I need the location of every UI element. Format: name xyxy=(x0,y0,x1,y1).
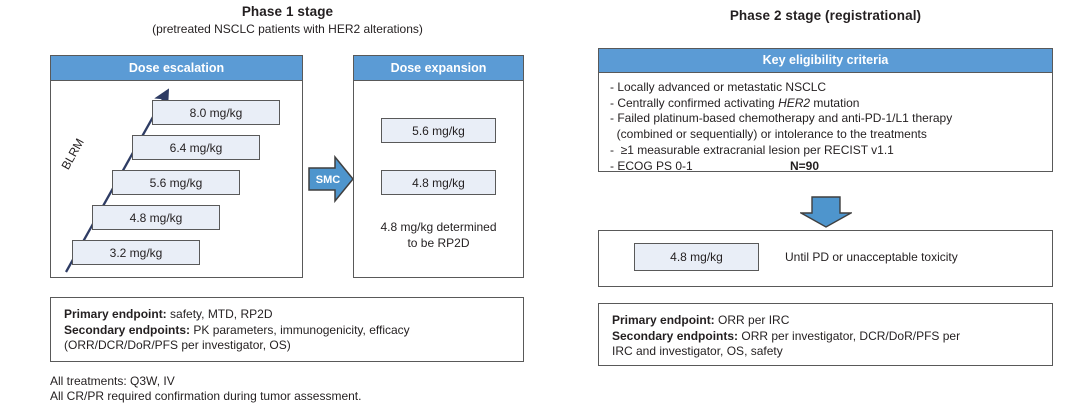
dose-chip-escalation-1[interactable]: 8.0 mg/kg xyxy=(152,100,280,125)
dose-chip-expansion-1[interactable]: 5.6 mg/kg xyxy=(381,118,496,143)
dose-chip-escalation-5[interactable]: 3.2 mg/kg xyxy=(72,240,200,265)
phase1-endpoints-panel xyxy=(50,297,524,362)
dose-expansion-panel: Dose expansion xyxy=(353,55,524,278)
dose-chip-expansion-2[interactable]: 4.8 mg/kg xyxy=(381,170,496,195)
down-arrow-icon xyxy=(800,196,852,228)
criteria-part-1: - Locally advanced or metastatic NSCLC -… xyxy=(610,80,827,110)
dose-escalation-header: Dose escalation xyxy=(51,56,302,81)
dose-expansion-header: Dose expansion xyxy=(354,56,523,81)
treatment-duration: Until PD or unacceptable toxicity xyxy=(785,250,958,264)
smc-arrow-icon xyxy=(308,155,354,203)
phase2-primary-endpoint-value: ORR per IRC xyxy=(714,313,790,327)
phase1-primary-endpoint-value: safety, MTD, RP2D xyxy=(166,307,273,321)
criteria-gene-name: HER2 xyxy=(778,95,811,110)
dose-chip-escalation-3[interactable]: 5.6 mg/kg xyxy=(112,170,240,195)
eligibility-criteria-list: - Locally advanced or metastatic NSCLC -… xyxy=(610,80,1048,174)
phase2-secondary-endpoint-label: Secondary endpoints: xyxy=(612,328,739,343)
dose-chip-escalation-4[interactable]: 4.8 mg/kg xyxy=(92,205,220,230)
footnote-confirmation: All CR/PR required confirmation during t… xyxy=(50,389,362,403)
smc-label: SMC xyxy=(315,174,341,186)
eligibility-header: Key eligibility criteria xyxy=(599,49,1052,73)
footnote-treatments: All treatments: Q3W, IV xyxy=(50,374,175,388)
phase1-secondary-endpoint-label: Secondary endpoints: xyxy=(64,322,191,337)
dose-chip-escalation-2[interactable]: 6.4 mg/kg xyxy=(132,135,260,160)
phase2-endpoints-panel xyxy=(598,303,1053,366)
rp2d-note: 4.8 mg/kg determined to be RP2D xyxy=(380,220,497,250)
phase1-secondary-endpoint-value: PK parameters, immunogenicity, efficacy … xyxy=(64,322,410,353)
phase2-secondary-endpoint-value: ORR per investigator, DCR/DoR/PFS per IR… xyxy=(612,328,961,359)
phase1-subtitle: (pretreated NSCLC patients with HER2 alt… xyxy=(152,22,423,36)
criteria-part-2: mutation - Failed platinum-based chemoth… xyxy=(610,95,953,173)
phase2-primary-endpoint-label: Primary endpoint: xyxy=(612,313,715,327)
phase1-title: Phase 1 stage xyxy=(241,4,334,19)
dose-chip-treatment[interactable]: 4.8 mg/kg xyxy=(634,243,759,271)
sample-size-label: N=90 xyxy=(790,159,820,173)
phase2-title: Phase 2 stage (registrational) xyxy=(729,8,922,23)
phase1-primary-endpoint-label: Primary endpoint: xyxy=(64,307,167,321)
eligibility-panel: Key eligibility criteria xyxy=(598,48,1053,172)
